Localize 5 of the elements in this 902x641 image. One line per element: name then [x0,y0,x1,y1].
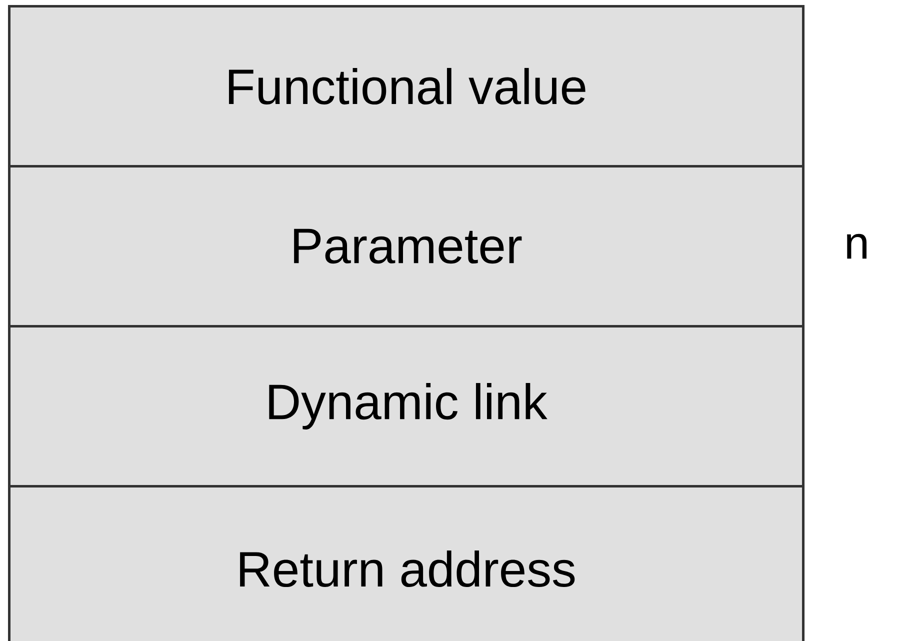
stack-cell: Return address [8,485,805,641]
stack-cell: Functional value [8,5,805,168]
side-label: n [847,234,866,259]
stack-cell: Parameter [8,165,805,328]
stack-cell: Dynamic link [8,325,805,488]
